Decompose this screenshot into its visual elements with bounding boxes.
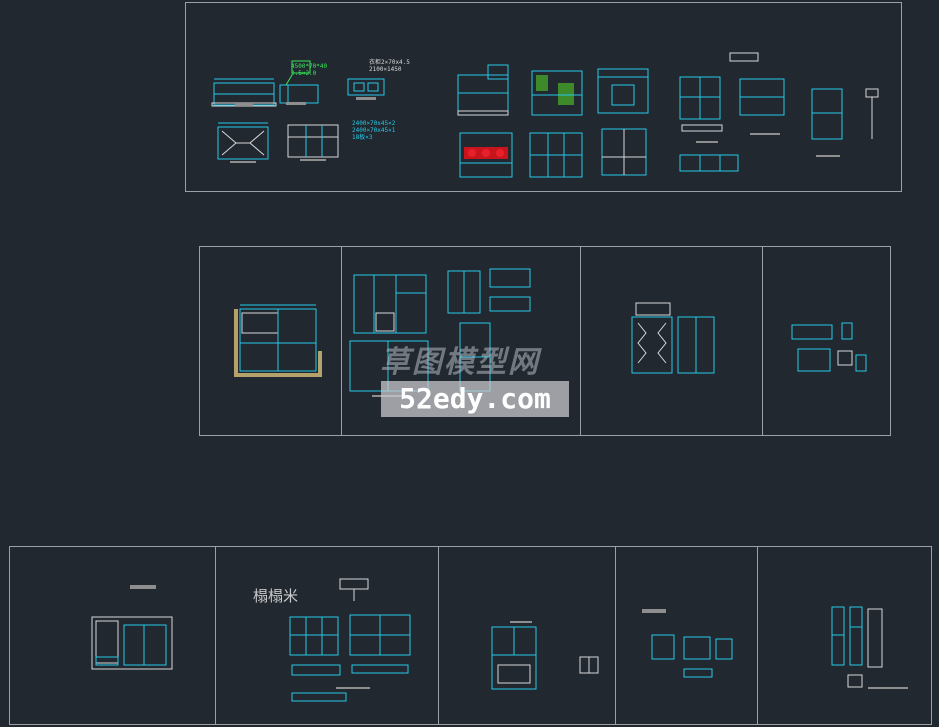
- cyan-note-3: 18板×3: [352, 134, 373, 141]
- middle-cell-divider-3: [762, 247, 763, 435]
- cyan-note-1: 2400×70x45×2: [352, 120, 396, 127]
- spec-note-2: 2100×1450: [369, 66, 402, 73]
- green-note-2: 2.5×2.0: [291, 70, 317, 77]
- top-drawing-frame: 4500*70*40 2.5×2.0 衣柜2×70x4.5 2100×1450 …: [185, 2, 902, 192]
- cyan-note-2: 2400×70x45×1: [352, 127, 396, 134]
- top-drawing-content: [211, 52, 879, 178]
- middle-cell-divider-2: [580, 247, 581, 435]
- middle-drawing-frame: [199, 246, 891, 436]
- watermark-url: 52edy.com: [381, 381, 569, 417]
- bottom-drawing-frame: 榻榻米: [9, 546, 932, 725]
- bottom-drawing-content: [91, 578, 908, 702]
- middle-cell-divider-1: [341, 247, 342, 435]
- bottom-cell-divider-3: [615, 547, 616, 724]
- spec-note-1: 衣柜2×70x4.5: [369, 59, 410, 66]
- bottom-cell-divider-4: [757, 547, 758, 724]
- tatami-note: 榻榻米: [253, 587, 299, 605]
- watermark-site-name: 草图模型网: [380, 345, 540, 380]
- bottom-cell-divider-1: [215, 547, 216, 724]
- middle-drawing-content: [234, 268, 867, 397]
- green-note-1: 4500*70*40: [291, 63, 328, 70]
- bottom-cell-divider-2: [438, 547, 439, 724]
